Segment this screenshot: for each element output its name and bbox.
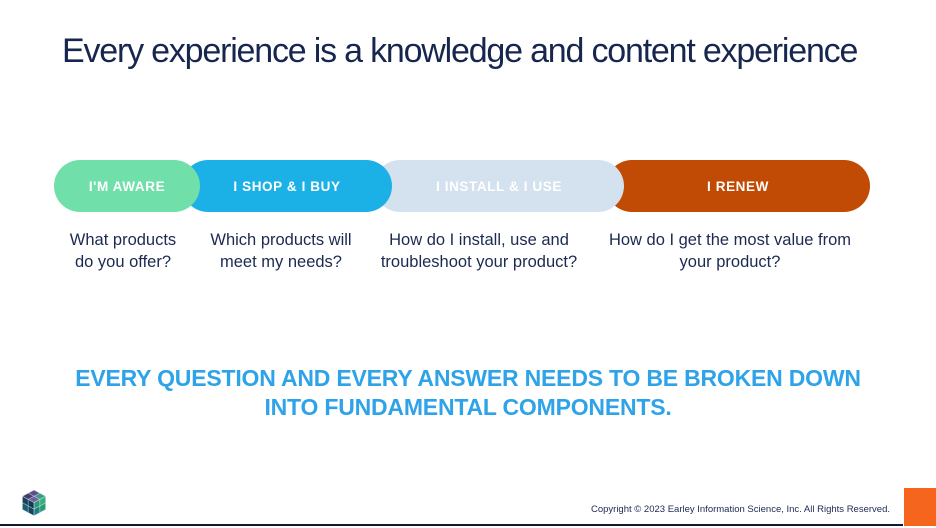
stage-question-install-use: How do I install, use and troubleshoot y…: [348, 229, 610, 273]
stage-pill-label: I'M AWARE: [88, 178, 166, 194]
stage-pill-renew: I RENEW: [606, 160, 870, 212]
stage-pill-shop-buy: I SHOP & I BUY: [182, 160, 392, 212]
stage-question-aware: What products do you offer?: [38, 229, 208, 273]
key-statement-line: EVERY QUESTION AND EVERY ANSWER NEEDS TO…: [75, 365, 861, 391]
corner-accent-block: [904, 488, 936, 526]
question-line: How do I install, use and: [389, 231, 569, 249]
question-line: troubleshoot your product?: [380, 253, 578, 271]
eis-cube-logo-icon: [22, 489, 46, 517]
question-line: your product?: [679, 253, 781, 271]
copyright-text: Copyright © 2023 Earley Information Scie…: [590, 504, 890, 515]
page-title: Every experience is a knowledge and cont…: [62, 32, 858, 70]
stage-pill-label: I INSTALL & I USE: [436, 178, 562, 194]
key-statement: EVERY QUESTION AND EVERY ANSWER NEEDS TO…: [0, 364, 936, 422]
stage-pill-label: I SHOP & I BUY: [233, 178, 341, 194]
question-line: Which products will: [210, 231, 352, 249]
question-line: What products: [69, 231, 177, 249]
stage-question-shop-buy: Which products will meet my needs?: [181, 229, 381, 273]
stage-pill-install-use: I INSTALL & I USE: [374, 160, 624, 212]
customer-journey-stage-bar: I'M AWARE I SHOP & I BUY I INSTALL & I U…: [54, 160, 870, 212]
stage-question-renew: How do I get the most value from your pr…: [579, 229, 881, 273]
footer-divider-line: [0, 524, 903, 526]
stage-pill-aware: I'M AWARE: [54, 160, 200, 212]
question-line: How do I get the most value from: [608, 231, 852, 249]
key-statement-line: INTO FUNDAMENTAL COMPONENTS.: [264, 394, 672, 420]
question-line: meet my needs?: [220, 253, 342, 271]
question-line: do you offer?: [74, 253, 172, 271]
stage-pill-label: I RENEW: [707, 178, 769, 194]
